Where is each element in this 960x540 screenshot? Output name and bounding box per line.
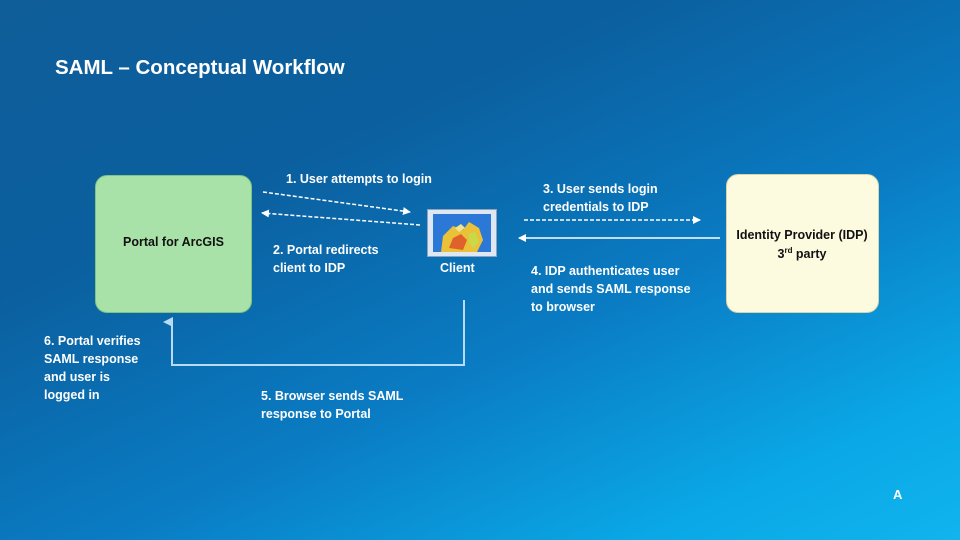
client-label: Client xyxy=(440,261,475,275)
arrow-step2 xyxy=(261,209,421,226)
portal-label: Portal for ArcGIS xyxy=(123,235,224,249)
arrow-step1 xyxy=(262,191,411,216)
idp-label: Identity Provider (IDP) 3rd party xyxy=(722,227,882,262)
portal-node xyxy=(95,175,252,313)
arrow-step5-return xyxy=(163,300,465,366)
step1-label: 1. User attempts to login xyxy=(286,172,432,186)
idp-label-line1: Identity Provider (IDP) xyxy=(736,228,868,242)
map-thumbnail-icon xyxy=(433,214,491,252)
idp-label-line2: 3rd party xyxy=(777,246,827,262)
page-title: SAML – Conceptual Workflow xyxy=(55,56,345,79)
footer-logo: A xyxy=(893,487,903,502)
client-map-icon xyxy=(427,209,497,257)
idp-node xyxy=(726,174,879,313)
